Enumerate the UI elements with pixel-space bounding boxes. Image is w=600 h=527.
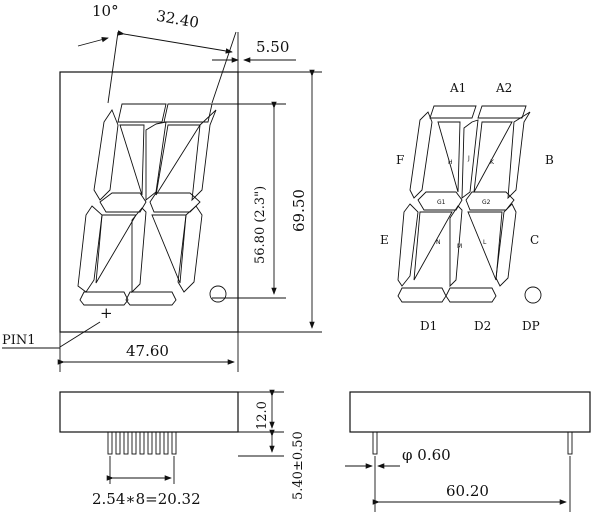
seg-d1 (79, 291, 129, 306)
label-k: K (490, 159, 495, 166)
label-d1: D1 (420, 319, 437, 333)
map-seg-n (413, 211, 453, 281)
offset-label: 5.50 (256, 38, 289, 56)
label-h: H (448, 159, 453, 166)
label-b: B (545, 153, 554, 167)
map-seg-d1 (397, 287, 447, 303)
map-seg-e (397, 203, 419, 287)
seg-n (95, 214, 137, 284)
label-g1: G1 (437, 199, 446, 206)
map-seg-c (495, 203, 517, 287)
seg-j (145, 121, 167, 201)
seg-g2 (149, 192, 201, 213)
map-seg-g2 (465, 191, 515, 211)
pin-span-label: 60.20 (446, 482, 489, 500)
side-body (59, 391, 239, 433)
segment-map: A1 A2 F B E C D1 D2 DP G1 G2 H J K L M N (380, 81, 554, 333)
seg-a2 (163, 103, 213, 123)
seg-b (191, 109, 217, 202)
seg-dp (209, 285, 227, 303)
label-c: C (530, 233, 539, 247)
display-outline (59, 71, 239, 333)
segment-map-digit (397, 105, 542, 304)
map-seg-a2 (477, 105, 527, 119)
label-m: M (457, 243, 462, 250)
end-body (349, 391, 591, 433)
pin-length-label: 5.40±0.50 (291, 431, 306, 500)
total-width-label: 47.60 (126, 342, 169, 360)
map-seg-dp-dot (524, 286, 542, 304)
seg-k (155, 124, 201, 196)
map-seg-a1 (429, 105, 477, 119)
map-seg-k (473, 121, 513, 193)
seg-h (119, 124, 145, 196)
label-l: L (483, 239, 487, 246)
char-height-label: 56.80 (2.3") (253, 186, 268, 264)
side-pins (107, 431, 177, 455)
front-digit (77, 103, 227, 306)
map-seg-d2 (445, 287, 497, 303)
label-j: J (467, 155, 470, 162)
seg-d2 (125, 291, 177, 306)
end-view: φ 0.60 60.20 (345, 391, 591, 512)
map-seg-f (409, 111, 433, 199)
side-view: 2.54∗8=20.32 12.0 5.40±0.50 (59, 389, 306, 508)
angle-label: 10° (92, 2, 119, 20)
pin-pitch-label: 2.54∗8=20.32 (92, 490, 201, 508)
pin1-label: PIN1 (2, 333, 36, 348)
seg-a1 (117, 103, 167, 123)
label-g2: G2 (482, 199, 491, 206)
map-seg-b (507, 111, 531, 200)
label-dp: DP (522, 319, 540, 333)
label-e: E (380, 233, 389, 247)
map-seg-g1 (417, 191, 463, 211)
map-seg-h (437, 121, 461, 193)
seg-g1 (99, 192, 147, 213)
map-seg-j (461, 119, 479, 199)
label-n: N (436, 239, 441, 246)
total-height-label: 69.50 (290, 189, 308, 232)
label-d2: D2 (474, 319, 491, 333)
seg-m (131, 207, 147, 294)
svg-text:+: + (100, 304, 113, 322)
end-pin-right (567, 431, 573, 455)
top-width-label: 32.40 (155, 7, 200, 32)
label-a1: A1 (449, 81, 466, 95)
seg-c (177, 205, 203, 293)
seg-l (151, 214, 187, 284)
label-a2: A2 (495, 81, 512, 95)
seg-f (93, 109, 119, 201)
map-seg-l (467, 211, 503, 281)
body-height-label: 12.0 (255, 401, 270, 430)
pin-diameter-label: φ 0.60 (402, 446, 451, 464)
front-view: + 10° 32.40 5.50 56.80 (2.3") 69.50 47.6… (2, 2, 322, 372)
map-seg-m (449, 205, 463, 288)
label-f: F (396, 153, 404, 167)
end-pin-left (372, 431, 378, 455)
